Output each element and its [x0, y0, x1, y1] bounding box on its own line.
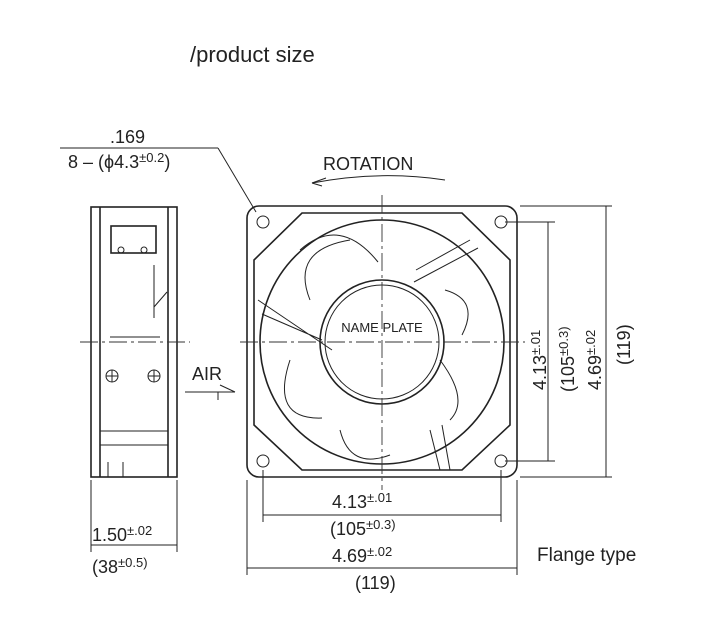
front-view: NAME PLATE: [240, 195, 525, 490]
air-arrow-icon: [185, 384, 236, 400]
svg-text:(38±0.5): (38±0.5): [92, 555, 148, 577]
svg-text:4.69±.02: 4.69±.02: [332, 544, 392, 566]
air-label: AIR: [192, 364, 222, 384]
svg-text:(119): (119): [614, 324, 634, 365]
svg-text:1.50±.02: 1.50±.02: [92, 523, 152, 545]
svg-text:(105±0.3): (105±0.3): [556, 326, 578, 392]
hole-spec-callout: .169 8 – (ϕ4.3±0.2): [60, 127, 257, 213]
side-view: [80, 206, 190, 478]
svg-text:(119): (119): [355, 573, 396, 593]
hole-spec-metric: 8 – (ϕ4.3±0.2): [68, 150, 170, 172]
svg-text:4.13±.01: 4.13±.01: [528, 330, 550, 390]
bottom-dimensions: 4.13±.01 (105±0.3) 4.69±.02 (119): [246, 470, 518, 593]
rotation-arrow-icon: [311, 175, 446, 184]
svg-text:4.69±.02: 4.69±.02: [583, 330, 605, 390]
hole-spec-inch: .169: [110, 127, 145, 147]
depth-dimensions: 1.50±.02 (38±0.5): [90, 480, 178, 577]
flange-type-label: Flange type: [537, 545, 636, 566]
title: /product size: [190, 42, 315, 67]
svg-text:4.13±.01: 4.13±.01: [332, 490, 392, 512]
svg-text:(105±0.3): (105±0.3): [330, 517, 396, 539]
rotation-label: ROTATION: [323, 154, 413, 174]
name-plate-label: NAME PLATE: [341, 320, 423, 335]
right-dimensions: 4.13±.01 (105±0.3) 4.69±.02 (119): [505, 205, 634, 478]
